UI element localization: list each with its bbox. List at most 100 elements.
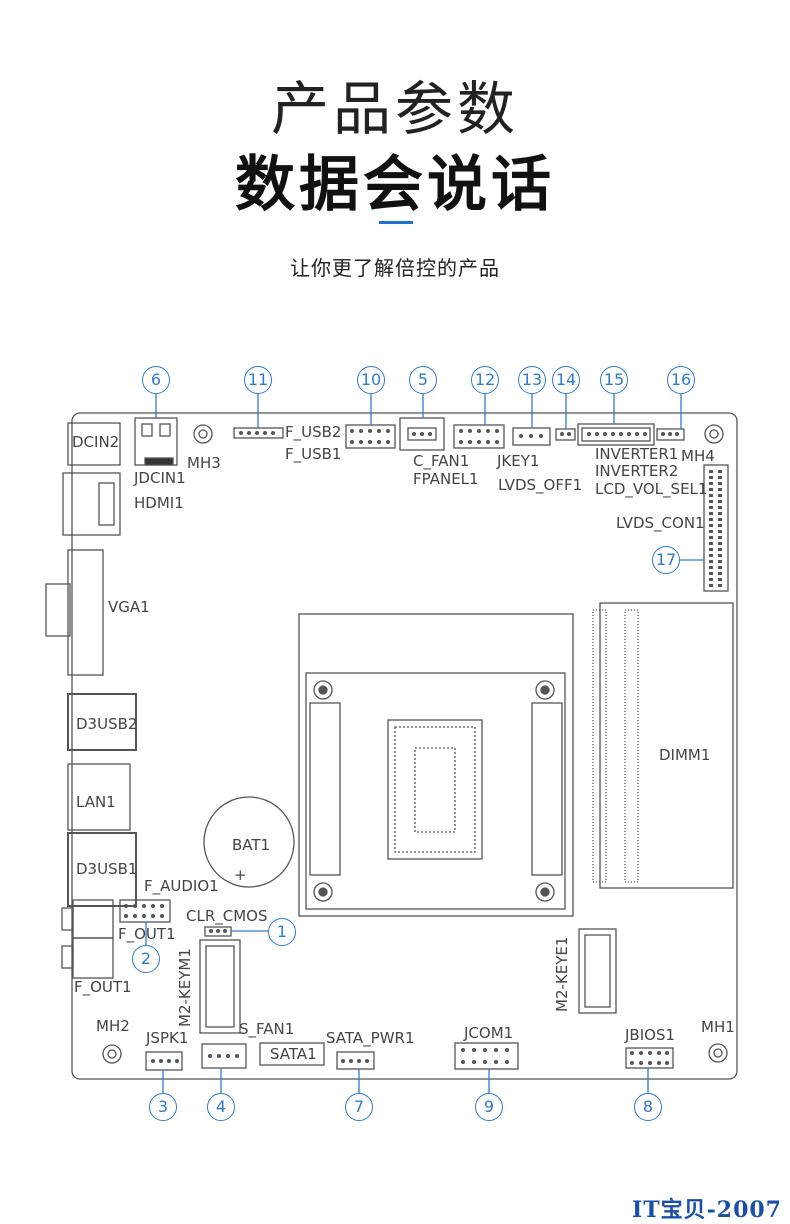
label-f-usb1: F_USB1	[285, 445, 342, 463]
callout-9: 9	[475, 1093, 503, 1121]
lvds-pin	[709, 578, 713, 581]
label-mh2: MH2	[96, 1017, 130, 1035]
callout-11: 11	[244, 366, 272, 394]
lvds-pin	[718, 470, 722, 473]
lvds-pin	[709, 512, 713, 515]
jcom1-header	[454, 1042, 519, 1070]
label-f-audio1: F_AUDIO1	[144, 877, 219, 895]
label-inverter1: INVERTER1	[595, 445, 679, 463]
label-lvds-off1: LVDS_OFF1	[498, 476, 583, 494]
lvds-pin	[709, 476, 713, 479]
callout-15: 15	[600, 366, 628, 394]
lvds-pin	[718, 518, 722, 521]
label-lcd-vol-sel1: LCD_VOL_SEL1	[595, 480, 708, 498]
callout-2: 2	[132, 945, 160, 973]
lvds-pin	[718, 578, 722, 581]
lvds-pin	[718, 584, 722, 587]
callout-3: 3	[149, 1093, 177, 1121]
label-sata1: SATA1	[270, 1045, 317, 1063]
label-s-fan1: S_FAN1	[239, 1020, 295, 1038]
page-title: 产品参数	[270, 75, 519, 143]
lvds-pin	[718, 512, 722, 515]
label-mh3: MH3	[187, 454, 221, 472]
lvds-pin	[718, 542, 722, 545]
label-f-out1-upper: F_OUT1	[118, 925, 176, 943]
jbios1-header	[625, 1047, 674, 1069]
lan1-connector	[67, 763, 131, 831]
inverter-header	[577, 423, 655, 446]
lvds-pin	[709, 530, 713, 533]
dimm1-slot	[599, 602, 734, 889]
board-outline	[71, 412, 738, 1080]
label-f-out1-lower: F_OUT1	[74, 978, 132, 996]
lvds-pin	[709, 536, 713, 539]
lvds-pin	[709, 482, 713, 485]
label-lan1: LAN1	[76, 793, 116, 811]
jspk1-header	[145, 1051, 183, 1071]
label-sata-pwr1: SATA_PWR1	[326, 1029, 415, 1047]
lvds-con1-connector	[703, 464, 729, 592]
callout-7: 7	[345, 1093, 373, 1121]
label-f-usb2: F_USB2	[285, 423, 342, 441]
d3usb2-connector	[67, 693, 137, 751]
label-clr-cmos: CLR_CMOS	[186, 907, 268, 925]
lvds-pin	[709, 470, 713, 473]
lvds-pin	[718, 500, 722, 503]
lvds-pin	[718, 554, 722, 557]
label-dimm1: DIMM1	[659, 746, 711, 764]
fpanel1-header	[453, 424, 505, 449]
lvds-pin	[718, 530, 722, 533]
callout-1: 1	[268, 918, 296, 946]
callout-17: 17	[652, 546, 680, 574]
lvds-pin	[709, 560, 713, 563]
callout-16: 16	[667, 366, 695, 394]
lvds-pin	[718, 488, 722, 491]
label-m2-keye1: M2-KEYE1	[553, 936, 571, 1012]
label-d3usb1: D3USB1	[76, 860, 138, 878]
d3usb1-connector	[67, 832, 137, 907]
page-headline: 数据会说话	[235, 150, 555, 220]
lvds-pin	[718, 494, 722, 497]
dcin2-connector	[67, 422, 121, 466]
label-jdcin1: JDCIN1	[134, 469, 186, 487]
label-c-fan1: C_FAN1	[413, 452, 470, 470]
callout-8: 8	[634, 1093, 662, 1121]
label-d3usb2: D3USB2	[76, 715, 138, 733]
label-bat1: BAT1	[232, 836, 271, 854]
callout-13: 13	[518, 366, 546, 394]
lvds-pin	[718, 560, 722, 563]
lvds-pin	[709, 518, 713, 521]
callout-10: 10	[357, 366, 385, 394]
lvds-pin	[709, 524, 713, 527]
bat1-battery	[203, 796, 295, 888]
vga1-connector	[67, 549, 104, 676]
lvds-pin	[718, 572, 722, 575]
audio-jack-2	[72, 937, 114, 979]
callout-12: 12	[471, 366, 499, 394]
c-fan1-header	[399, 417, 445, 451]
callout-6: 6	[142, 366, 170, 394]
lvds-pin	[709, 506, 713, 509]
battery-plus-sign: +	[234, 866, 247, 884]
lvds-pin	[718, 566, 722, 569]
label-jcom1: JCOM1	[464, 1024, 514, 1042]
callout-14: 14	[552, 366, 580, 394]
m2-keym1-slot	[199, 939, 241, 1034]
label-jbios1: JBIOS1	[625, 1026, 676, 1044]
label-m2-keym1: M2-KEYM1	[176, 948, 194, 1027]
lvds-pin	[718, 536, 722, 539]
s-fan1-header	[201, 1043, 247, 1069]
lvds-pin	[709, 572, 713, 575]
lvds-pin	[709, 566, 713, 569]
cpu-socket	[298, 613, 574, 917]
lvds-pin	[709, 554, 713, 557]
accent-divider	[379, 221, 413, 224]
lvds-pin	[718, 524, 722, 527]
lvds-pin	[709, 488, 713, 491]
label-jspk1: JSPK1	[146, 1029, 189, 1047]
label-lvds-con1: LVDS_CON1	[616, 514, 705, 532]
label-fpanel1: FPANEL1	[413, 470, 479, 488]
watermark: IT宝贝-2007	[631, 1197, 782, 1223]
label-vga1: VGA1	[108, 598, 150, 616]
